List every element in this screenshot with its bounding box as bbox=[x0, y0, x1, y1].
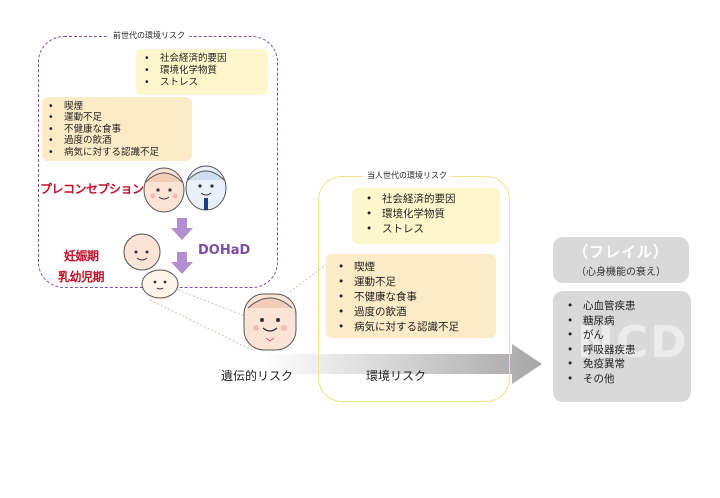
list-item: 心血管疾患 bbox=[565, 299, 636, 314]
list-item: 糖尿病 bbox=[565, 314, 636, 329]
current-generation-box: 当人世代の環境リスク bbox=[318, 170, 510, 402]
list-item: 不健康な食事 bbox=[336, 290, 492, 305]
list-item: 過度の飲酒 bbox=[336, 305, 492, 320]
list-item: がん bbox=[565, 328, 636, 343]
current-life-factors: 喫煙 運動不足 不健康な食事 過度の飲酒 病気に対する認識不足 bbox=[326, 254, 496, 338]
current-top-factors: 社会経済的要因 環境化学物質 ストレス bbox=[352, 188, 500, 244]
list-item: 喫煙 bbox=[336, 260, 492, 275]
list-item: ストレス bbox=[142, 77, 264, 89]
pregnancy-label: 妊娠期 bbox=[64, 249, 99, 263]
prev-generation-title: 前世代の環境リスク bbox=[109, 30, 189, 41]
list-item: その他 bbox=[565, 372, 636, 387]
list-item: 病気に対する認識不足 bbox=[336, 320, 492, 335]
stage-arrows bbox=[171, 218, 193, 274]
parents-illustration bbox=[143, 165, 227, 213]
frailty-box: （フレイル） （心身機能の衰え） bbox=[553, 237, 689, 283]
dohad-label: DOHaD bbox=[198, 243, 251, 258]
list-item: 運動不足 bbox=[336, 275, 492, 290]
current-generation-title: 当人世代の環境リスク bbox=[363, 170, 451, 181]
list-item: 社会経済的要因 bbox=[364, 192, 496, 207]
list-item: 過度の飲酒 bbox=[46, 135, 188, 147]
list-item: 呼吸器疾患 bbox=[565, 343, 636, 358]
frailty-title: （フレイル） bbox=[572, 243, 669, 261]
environmental-risk-label: 環境リスク bbox=[366, 369, 427, 383]
risk-arrow bbox=[262, 344, 542, 384]
list-item: 社会経済的要因 bbox=[142, 53, 264, 65]
prev-top-factors: 社会経済的要因 環境化学物質 ストレス bbox=[136, 49, 268, 95]
list-item: 不健康な食事 bbox=[46, 124, 188, 136]
list-item: 喫煙 bbox=[46, 101, 188, 113]
pregnancy-infant-illustration bbox=[123, 233, 179, 299]
frailty-subtitle: （心身機能の衰え） bbox=[576, 267, 666, 278]
genetic-risk-label: 遺伝的リスク bbox=[221, 369, 294, 383]
list-item: 環境化学物質 bbox=[142, 65, 264, 77]
infancy-label: 乳幼児期 bbox=[58, 270, 105, 284]
prev-life-factors: 喫煙 運動不足 不健康な食事 過度の飲酒 病気に対する認識不足 bbox=[42, 97, 192, 161]
list-item: 運動不足 bbox=[46, 112, 188, 124]
preconception-label: プレコンセプション bbox=[40, 182, 144, 196]
list-item: 病気に対する認識不足 bbox=[46, 147, 188, 159]
list-item: 免疫異常 bbox=[565, 357, 636, 372]
list-item: ストレス bbox=[364, 222, 496, 237]
ncd-box: NCD 心血管疾患 糖尿病 がん 呼吸器疾患 免疫異常 その他 bbox=[553, 291, 691, 402]
list-item: 環境化学物質 bbox=[364, 207, 496, 222]
adult-illustration bbox=[243, 293, 297, 351]
